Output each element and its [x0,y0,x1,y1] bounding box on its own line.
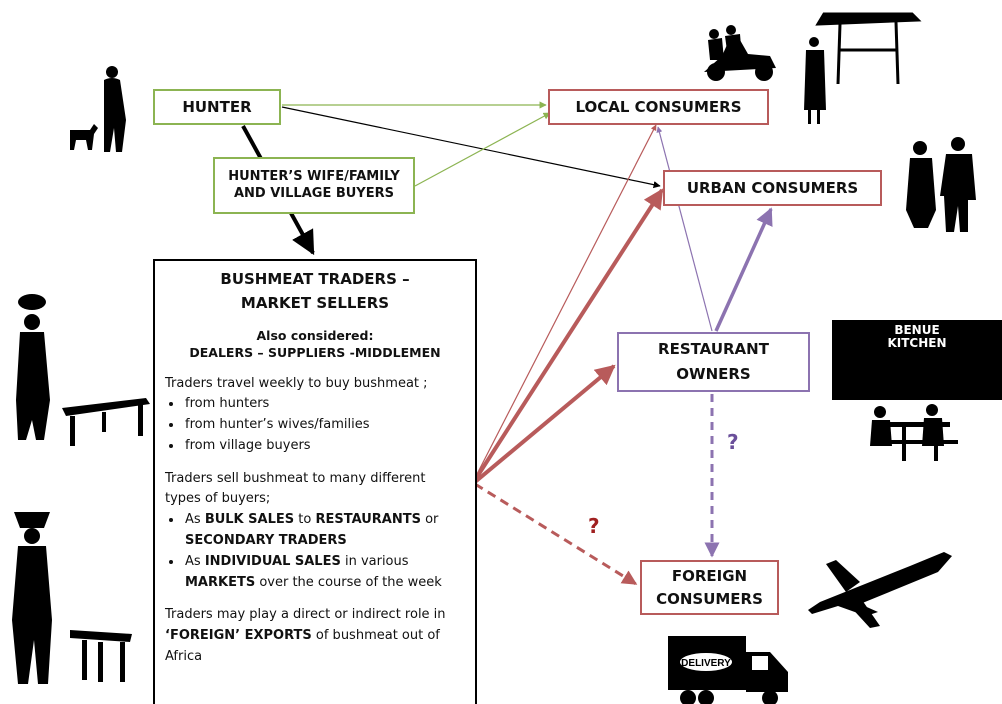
text: in various [340,553,409,569]
arrow-traders-local [474,124,657,479]
traders-p1: Traders travel weekly to buy bushmeat ; [165,375,428,391]
node-hunter: HUNTER [153,89,281,125]
node-local-label: LOCAL CONSUMERS [575,97,742,116]
node-foreign-label-1: FOREIGN [671,566,748,585]
node-urban-label: URBAN CONSUMERS [686,178,859,197]
node-foreign-label-2: CONSUMERS [656,589,763,608]
arrow-wife-local [414,112,551,187]
hunter-silhouette-icon [70,66,126,152]
node-foreign-consumers: FOREIGN CONSUMERS [640,560,779,615]
node-restaurant-label-2: OWNERS [676,365,751,383]
text: over the course of the week [255,574,442,590]
list-item: from hunter’s wives/families [183,415,465,436]
arrow-traders-foreign [474,482,638,586]
text-bold: ‘FOREIGN’ EXPORTS [165,628,312,644]
sign-text-2: KITCHEN [887,336,947,351]
text: Traders may play a direct or indirect ro… [165,607,446,623]
delivery-truck-silhouette-icon: DELIVERY [668,636,788,704]
seller-silhouette-icon [16,294,50,440]
arrow-traders-urban [473,188,664,482]
traders-title-2: MARKET SELLERS [240,293,390,312]
list-item: As BULK SALES to RESTAURANTS or SECONDAR… [183,510,465,552]
motorbike-silhouette-icon [704,25,776,81]
market-stall-silhouette-icon [815,12,922,85]
node-wife-label-1: HUNTER’S WIFE/FAMILY [228,169,400,185]
stool-silhouette-icon [70,630,132,682]
airplane-silhouette-icon [808,552,952,628]
traders-p3: Traders may play a direct or indirect ro… [165,605,465,667]
node-urban-consumers: URBAN CONSUMERS [663,170,882,206]
traders-p1-list: from hunters from hunter’s wives/familie… [165,394,465,456]
node-restaurant-label-1: RESTAURANT [658,340,769,359]
benue-kitchen-sign-image: BENUE KITCHEN [832,320,1002,400]
question-mark-restaurant-foreign: ? [727,430,739,454]
urban-couple-silhouette-icon [906,137,976,232]
arrow-traders-restaurant [473,364,616,484]
text-bold: MARKETS [185,574,256,590]
text-bold: INDIVIDUAL SALES [204,553,341,569]
woman-stall-silhouette-icon [804,37,826,124]
text: of bushmeat out of Africa [165,628,440,665]
text: to [294,512,316,528]
arrow-restaurant-local [656,126,713,332]
list-item: from hunters [183,394,465,415]
text-bold: BULK SALES [204,512,295,528]
traders-p2: Traders sell bushmeat to many different … [165,470,426,507]
list-item: from village buyers [183,436,465,457]
node-bushmeat-traders: BUSHMEAT TRADERS – MARKET SELLERS Also c… [153,259,477,704]
arrow-restaurant-urban [714,207,773,332]
traders-p2-list: As BULK SALES to RESTAURANTS or SECONDAR… [165,510,465,593]
traders-also-1: Also considered: [256,327,374,343]
node-wife-label-2: AND VILLAGE BUYERS [233,185,394,201]
woman-headload-silhouette-icon [12,512,52,684]
traders-title-1: BUSHMEAT TRADERS – [220,270,410,288]
node-hunters-wife-family: HUNTER’S WIFE/FAMILY AND VILLAGE BUYERS [213,157,415,214]
text: As [185,553,205,569]
table-silhouette-icon [62,398,150,446]
node-local-consumers: LOCAL CONSUMERS [548,89,769,125]
truck-label: DELIVERY [681,658,731,669]
sign-text-1: BENUE [894,323,940,337]
text: or [420,512,439,528]
text-bold: SECONDARY TRADERS [185,533,347,549]
arrow-hunter-urban [281,106,661,189]
node-hunter-label: HUNTER [182,97,252,116]
node-restaurant-owners: RESTAURANT OWNERS [617,332,810,392]
list-item: As INDIVIDUAL SALES in various MARKETS o… [183,552,465,594]
question-mark-traders-foreign: ? [588,514,600,538]
text-bold: RESTAURANTS [315,512,421,528]
diners-silhouette-icon [870,404,958,461]
text: As [185,512,205,528]
traders-also-2: DEALERS – SUPPLIERS -MIDDLEMEN [189,345,441,360]
